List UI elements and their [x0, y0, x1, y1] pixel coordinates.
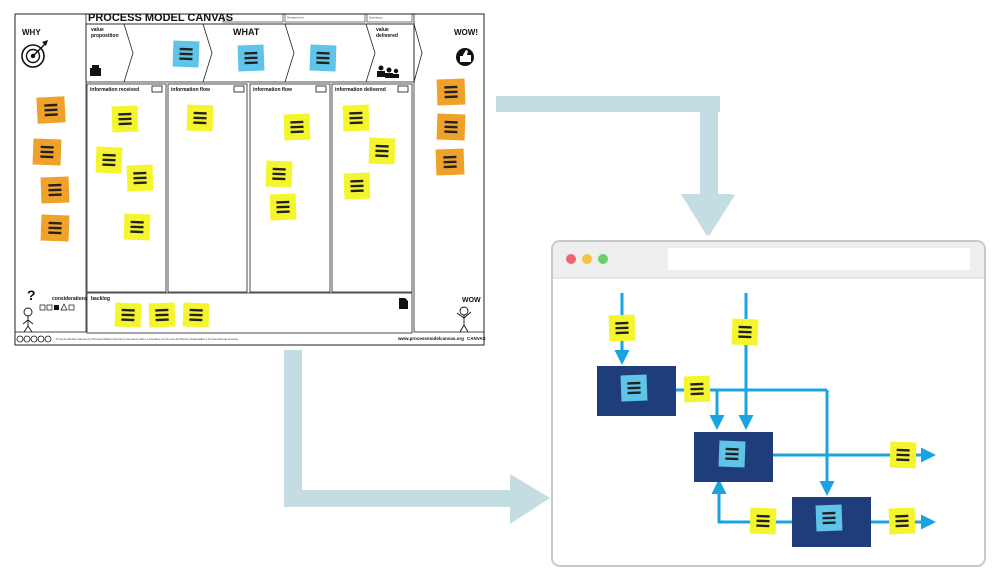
address-bar[interactable] — [668, 248, 970, 270]
column-label-information-flow-2: information flow — [253, 87, 292, 93]
sticky-note — [182, 302, 210, 328]
sticky-note — [436, 78, 466, 106]
process-model-canvas: PROCESS MODEL CANVAS Date Designed for D… — [14, 12, 486, 346]
sticky-note — [749, 507, 777, 535]
sticky-note — [265, 160, 293, 188]
sticky-note — [435, 148, 465, 176]
sticky-note — [36, 96, 66, 124]
value-proposition-label-line1: value — [91, 27, 104, 33]
gift-icon — [90, 65, 101, 76]
sticky-note — [172, 40, 200, 68]
svg-text:?: ? — [27, 287, 36, 303]
process-box-2 — [694, 432, 773, 482]
info-columns: information received information flow in… — [86, 83, 413, 293]
process-box-3 — [792, 497, 871, 547]
maximize-dot[interactable] — [598, 254, 608, 264]
big-arrow-down-right — [284, 350, 550, 524]
value-row: value proposition value delivered WHAT — [85, 23, 423, 83]
column-icons — [151, 85, 409, 93]
considerations-label: considerations — [52, 296, 88, 302]
sticky-note — [608, 314, 636, 342]
column-label-information-delivered: information delivered — [335, 87, 386, 93]
browser-window — [551, 240, 986, 567]
brand-label: CANVAS — [467, 336, 486, 341]
header-field-distributor: Distributor — [369, 16, 383, 20]
canvas-sticky-notes — [32, 40, 466, 328]
thumbs-up-icon — [456, 48, 474, 66]
value-delivered-label-line1: value — [376, 27, 389, 33]
considerations-icons — [39, 303, 75, 311]
sticky-note — [888, 507, 916, 535]
sticky-note — [123, 213, 151, 241]
sticky-note — [683, 375, 711, 403]
sticky-note — [343, 172, 371, 200]
column-label-information-flow-1: information flow — [171, 87, 210, 93]
sticky-note — [40, 176, 70, 204]
column-label-information-received: information received — [90, 87, 139, 93]
sticky-note — [283, 113, 311, 141]
sticky-note — [126, 164, 154, 192]
stick-figure-icon — [22, 307, 34, 333]
question-mark-icon: ? — [27, 287, 36, 303]
sticky-note — [186, 104, 214, 132]
backlog-label: backlog — [91, 296, 110, 302]
process-box-1 — [597, 366, 676, 416]
stick-figure-wow-icon: WOW — [456, 297, 481, 333]
sticky-note — [731, 318, 759, 346]
process-boxes — [597, 366, 871, 547]
svg-text:WOW: WOW — [462, 297, 481, 304]
sticky-note — [40, 214, 70, 242]
canvas-title: PROCESS MODEL CANVAS — [88, 12, 233, 24]
document-icon — [399, 298, 408, 309]
big-arrow-right-down — [496, 96, 735, 236]
minimize-dot[interactable] — [582, 254, 592, 264]
wow-column — [413, 13, 485, 333]
header-field-designed-for: Designed for — [287, 16, 304, 20]
license-text: Process Model Canvas by Process Model Ca… — [56, 337, 238, 341]
sticky-note — [111, 105, 139, 133]
sticky-note — [368, 137, 396, 165]
why-column — [14, 13, 87, 333]
sticky-note — [95, 146, 123, 174]
wow-label: WOW! — [454, 28, 478, 37]
header-field-date: Date — [225, 16, 232, 20]
sticky-note — [32, 138, 62, 166]
sticky-note — [114, 302, 142, 328]
value-delivered-label-line2: delivered — [376, 33, 398, 39]
license-icons — [16, 335, 52, 343]
header-fields: Date Designed for Distributor — [222, 13, 413, 23]
why-label: WHY — [22, 28, 41, 37]
sticky-note — [309, 44, 337, 72]
sticky-note — [889, 441, 917, 469]
value-proposition-label-line2: proposition — [91, 33, 119, 39]
what-label: WHAT — [233, 27, 260, 37]
sticky-note — [148, 302, 176, 328]
close-dot[interactable] — [566, 254, 576, 264]
people-icon — [377, 65, 399, 78]
target-icon — [21, 40, 48, 68]
sticky-note — [342, 104, 370, 132]
backlog-area — [86, 292, 413, 334]
website-link[interactable]: www.processmodelcanvas.org — [397, 336, 464, 341]
flow-sticky-notes — [608, 314, 917, 535]
sticky-note — [436, 113, 466, 141]
sticky-note — [269, 193, 297, 221]
sticky-note — [237, 44, 265, 72]
